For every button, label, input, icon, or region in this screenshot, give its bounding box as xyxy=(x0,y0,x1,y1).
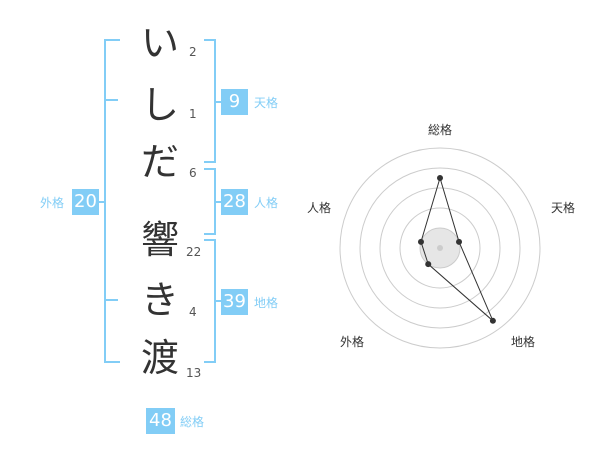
radar-grid-ring xyxy=(359,167,521,329)
stroke-count-6: 13 xyxy=(186,366,202,380)
name-char-4: 響 xyxy=(140,218,179,262)
radar-center-disc xyxy=(419,227,461,269)
radar-point-tenkaku xyxy=(456,238,463,245)
radar-point-soukaku xyxy=(437,175,443,181)
name-char-6: 渡 xyxy=(140,336,179,380)
radar-point-chikaku xyxy=(489,317,496,324)
radar-label-tenkaku: 天格 xyxy=(551,201,576,215)
radar-label-gaikaku: 外格 xyxy=(340,335,365,349)
soukaku-label: 総格 xyxy=(180,415,205,429)
gaikaku-connector xyxy=(98,201,104,203)
stroke-count-3: 6 xyxy=(189,166,197,180)
stroke-count-1: 2 xyxy=(189,45,197,59)
radar-point-gaikaku xyxy=(425,261,432,268)
chikaku-connector xyxy=(214,300,222,302)
tenkaku-connector xyxy=(214,101,222,103)
gaikaku-value-badge: 20 xyxy=(72,189,99,215)
radar-grid-ring xyxy=(339,147,541,349)
jinkaku-connector xyxy=(214,201,222,203)
radar-polygon xyxy=(420,176,494,322)
tenkaku-value-badge: 9 xyxy=(221,89,248,115)
name-char-1: い xyxy=(140,21,179,65)
radar-label-jinkaku: 人格 xyxy=(307,201,332,215)
name-char-5: き xyxy=(140,278,179,322)
radar-point-jinkaku xyxy=(417,238,424,245)
name-char-3: だ xyxy=(140,140,179,184)
jinkaku-value-badge: 28 xyxy=(221,189,248,215)
radar-label-chikaku: 地格 xyxy=(511,335,536,349)
name-char-2: し xyxy=(140,83,179,127)
outer-bracket-left-notch xyxy=(104,99,118,301)
gaikaku-label: 外格 xyxy=(40,196,65,210)
radar-points xyxy=(417,175,496,324)
radar-grid xyxy=(339,147,541,349)
jinkaku-label: 人格 xyxy=(254,196,279,210)
radar-label-soukaku: 総格 xyxy=(428,123,453,137)
radar-center-dot xyxy=(437,245,443,251)
stroke-count-4: 22 xyxy=(186,245,202,259)
stroke-count-2: 1 xyxy=(189,107,197,121)
stroke-count-5: 4 xyxy=(189,305,197,319)
tenkaku-label: 天格 xyxy=(254,96,279,110)
chikaku-value-badge: 39 xyxy=(221,289,248,315)
radar-grid-ring xyxy=(379,187,501,309)
soukaku-value-badge: 48 xyxy=(146,408,175,434)
chikaku-label: 地格 xyxy=(254,296,279,310)
radar-grid-ring xyxy=(399,207,481,289)
outer-bracket-left xyxy=(104,39,120,363)
